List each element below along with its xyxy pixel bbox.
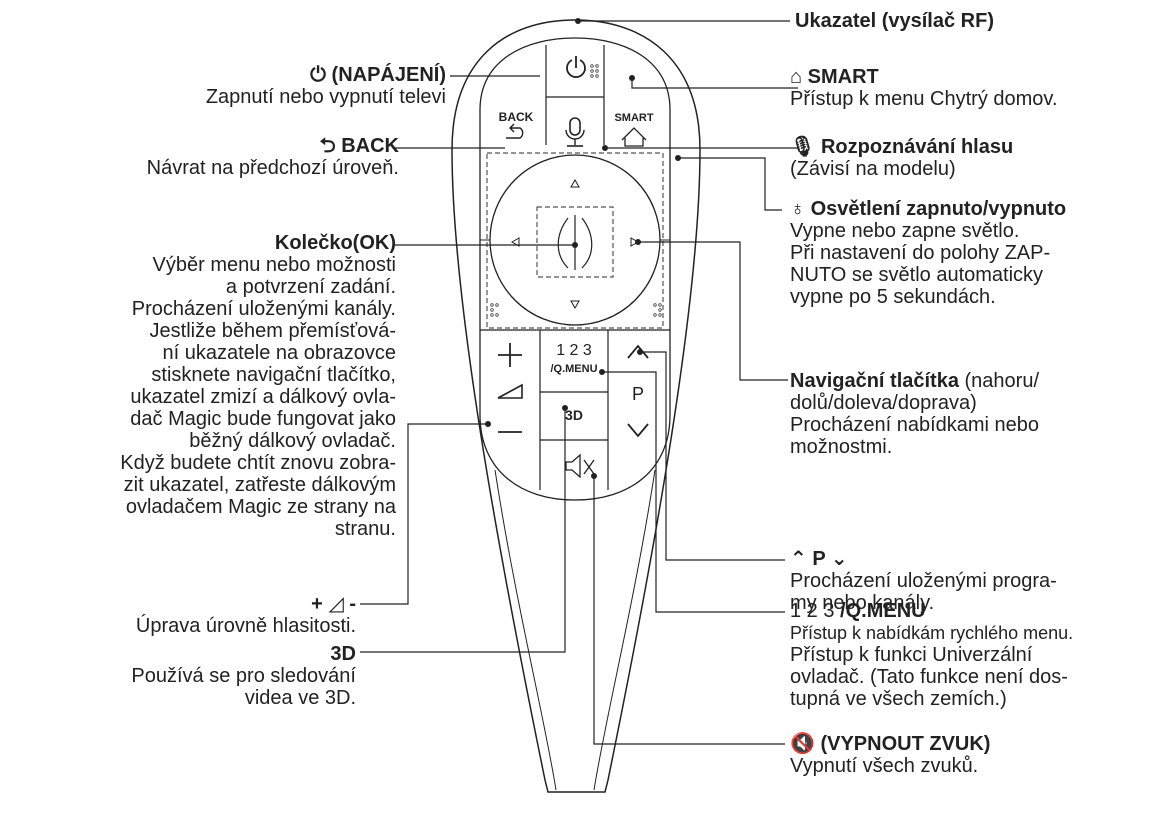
remote-back-label: BACK <box>499 110 534 124</box>
remote-p-label: P <box>632 384 644 404</box>
label-wheel: Kolečko(OK) Výběr menu nebo možnosti a p… <box>120 232 396 540</box>
microphone-icon: 🎙 <box>790 136 815 158</box>
label-volume: + ◿ - Úprava úrovně hlasitosti. <box>136 593 356 637</box>
light-bulb-icon: ♁ <box>790 198 805 220</box>
label-qmenu: 1 2 3 /Q.MENU Přístup k nabídkám rychléh… <box>790 600 1073 710</box>
label-rf: Ukazatel (vysílač RF) <box>795 10 994 32</box>
label-power: ⏻ (NAPÁJENÍ) Zapnutí nebo vypnutí televi <box>206 64 446 108</box>
chevron-up-icon: ⌃ <box>790 548 807 570</box>
label-mute: 🔇 (VYPNOUT ZVUK) Vypnutí všech zvuků. <box>790 733 990 777</box>
label-voice: 🎙 Rozpoznávání hlasu (Závisí na modelu) <box>790 136 1013 180</box>
power-icon: ⏻ <box>310 64 326 86</box>
volume-triangle-icon: ◿ <box>328 593 343 615</box>
back-arrow-icon: ⮌ <box>320 135 336 157</box>
label-3d: 3D Používá se pro sledování videa ve 3D. <box>131 643 356 709</box>
remote-num-label: 1 2 3 <box>556 342 592 359</box>
label-smart: ⌂ SMART Přístup k menu Chytrý domov. <box>790 66 1058 110</box>
label-nav: Navigační tlačítka (nahoru/ dolů/doleva/… <box>790 370 1039 458</box>
remote-smart-label: SMART <box>614 112 653 124</box>
label-light: ♁ Osvětlení zapnuto/vypnuto Vypne nebo z… <box>790 198 1066 308</box>
chevron-down-icon: ⌄ <box>831 548 848 570</box>
remote-qmenu-label: /Q.MENU <box>550 363 597 375</box>
remote-3d-label: 3D <box>565 407 583 423</box>
home-icon: ⌂ <box>790 66 802 88</box>
mute-icon: 🔇 <box>790 733 815 755</box>
label-back: ⮌ BACK Návrat na předchozí úroveň. <box>147 135 399 179</box>
